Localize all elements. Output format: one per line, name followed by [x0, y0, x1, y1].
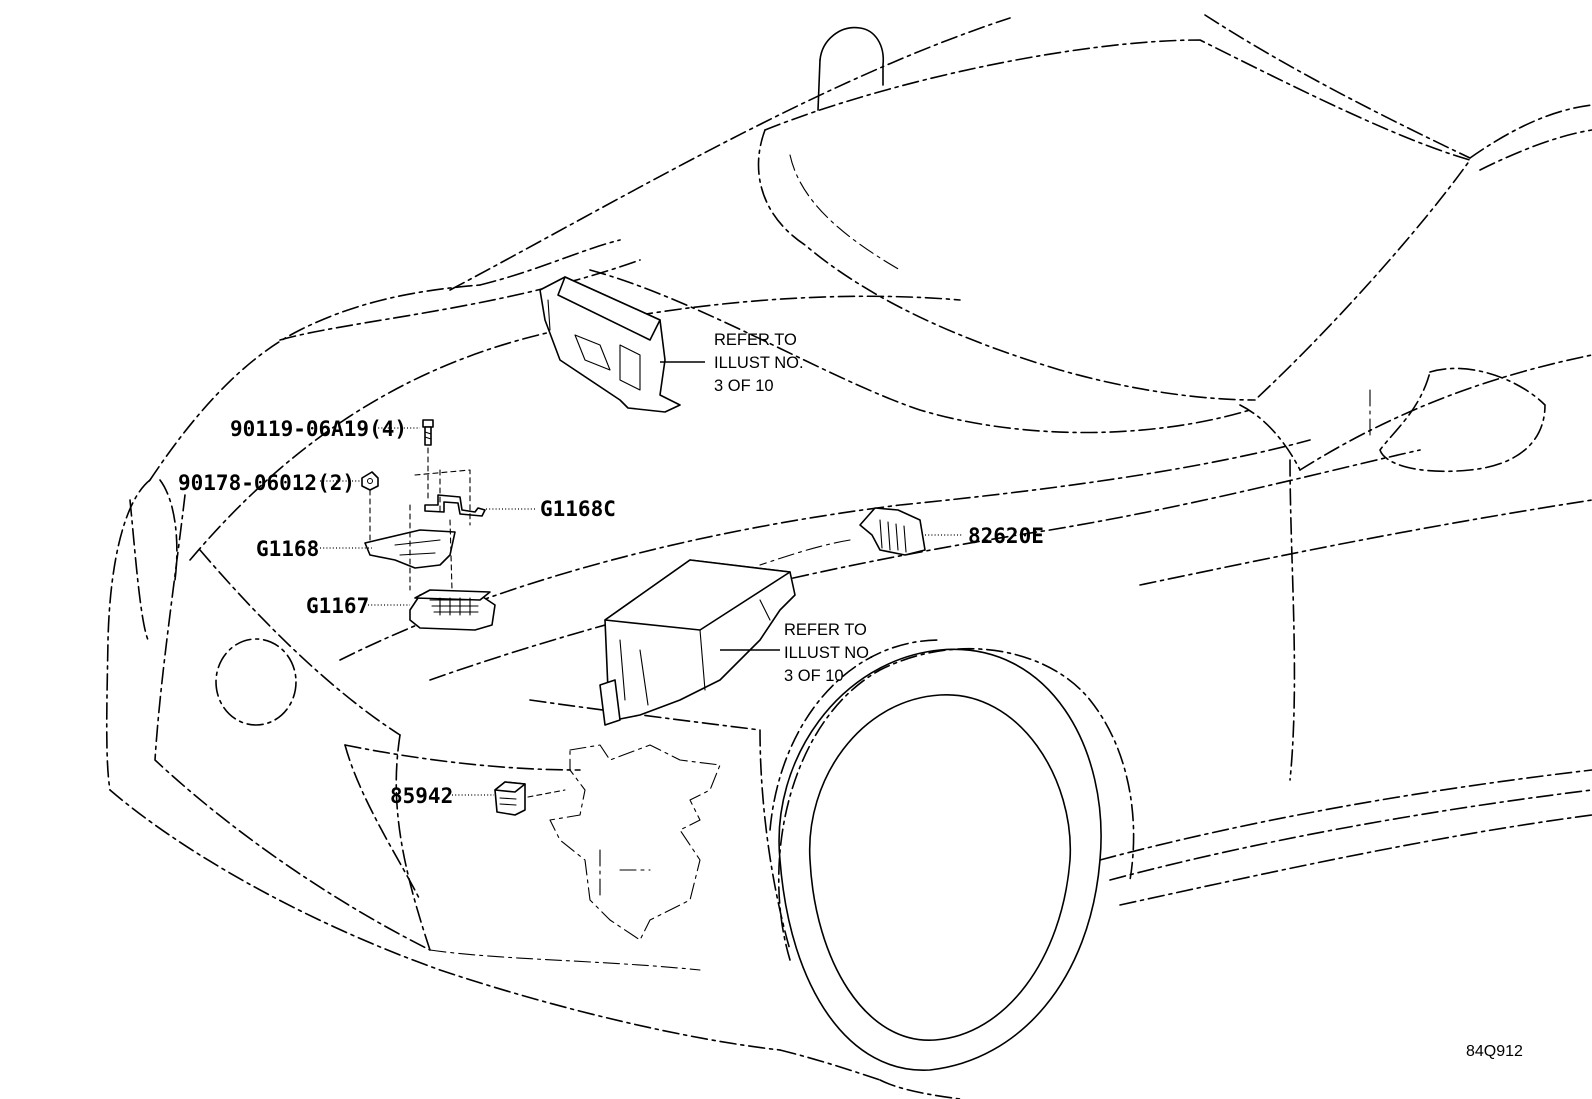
label-bolt-90119: 90119-06A19(4): [230, 417, 407, 441]
label-g1168: G1168: [256, 537, 319, 561]
refer-note-lower-line3: 3 OF 10: [784, 667, 844, 685]
refer-note-upper-line3: 3 OF 10: [714, 377, 774, 395]
car-body-outline: [105, 14, 1592, 1099]
label-g1168c: G1168C: [540, 497, 616, 521]
refer-note-lower-line2: ILLUST NO.: [784, 644, 874, 662]
relay-85942: [494, 781, 566, 816]
upper-junction-block: [539, 276, 705, 413]
nut-90178: [361, 471, 379, 551]
label-85942: 85942: [390, 784, 453, 808]
engine-room-fuse-box: [599, 559, 796, 726]
engine-component-outline: [549, 744, 721, 941]
refer-note-upper: REFER TO ILLUST NO. 3 OF 10: [714, 331, 804, 395]
bracket-g1168c: [414, 469, 486, 526]
module-g1167: [409, 589, 496, 631]
refer-note-lower-line1: REFER TO: [784, 621, 867, 639]
leader-lines: [148, 427, 962, 796]
refer-note-upper-line2: ILLUST NO.: [714, 354, 804, 372]
refer-note-lower: REFER TO ILLUST NO. 3 OF 10: [784, 621, 874, 685]
label-nut-90178: 90178-06012(2): [178, 471, 355, 495]
bracket-g1168: [364, 504, 456, 591]
label-82620e: 82620E: [968, 524, 1044, 548]
bolt-90119: [422, 419, 434, 501]
illustration-id: 84Q912: [1466, 1043, 1523, 1060]
part-82620e: [759, 507, 926, 566]
refer-note-upper-line1: REFER TO: [714, 331, 797, 349]
label-g1167: G1167: [306, 594, 369, 618]
